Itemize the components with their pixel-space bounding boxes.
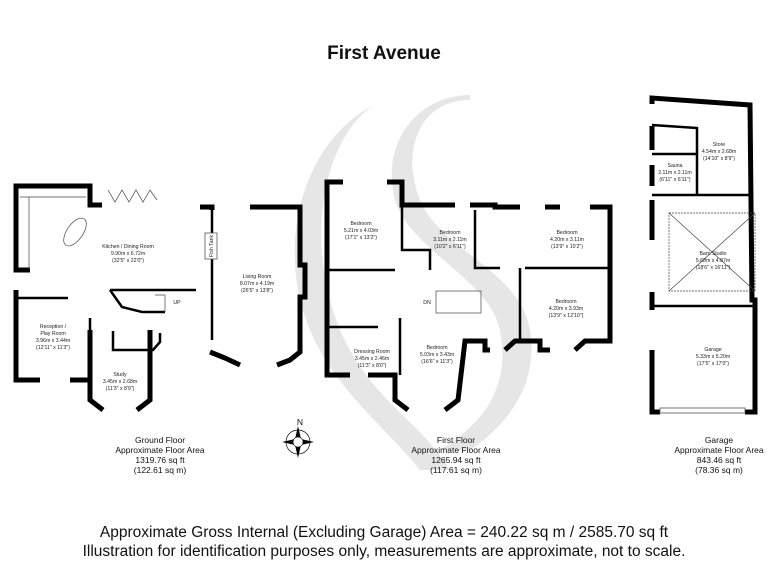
room-study: Study 3.45m x 2.68m (11'3" x 8'9") [103,372,137,392]
svg-text:843.46 sq ft: 843.46 sq ft [697,455,742,465]
svg-text:Bedroom: Bedroom [350,221,371,227]
svg-text:(16'6" x 11'3"): (16'6" x 11'3") [421,359,453,365]
svg-text:Reception /: Reception / [40,324,67,330]
svg-text:(117.61 sq m): (117.61 sq m) [430,465,482,475]
svg-text:5.33m x 5.20m: 5.33m x 5.20m [696,354,730,360]
svg-text:(11'3" x 8'0"): (11'3" x 8'0") [358,363,387,369]
svg-text:(10'2" x 6'11"): (10'2" x 6'11") [434,244,466,250]
svg-text:Bedroom: Bedroom [426,345,447,351]
room-bedroom-5: Bedroom 5.03m x 3.43m (16'6" x 11'3") [420,345,454,365]
svg-text:(17'5" x 17'0"): (17'5" x 17'0") [697,361,729,367]
svg-text:(18'6" x 16'11"): (18'6" x 16'11") [696,265,731,271]
svg-text:(13'9" x 12'10"): (13'9" x 12'10") [549,313,584,319]
svg-text:5.68m x 4.87m: 5.68m x 4.87m [696,258,730,264]
svg-text:3.11m x 2.11m: 3.11m x 2.11m [433,237,467,243]
svg-text:Bedroom: Bedroom [555,299,576,305]
svg-text:4.54m x 2.68m: 4.54m x 2.68m [702,149,736,155]
svg-text:3.45m x 2.46m: 3.45m x 2.46m [355,356,389,362]
svg-text:Living Room: Living Room [243,274,272,280]
stairs-down-label: DN [423,300,431,306]
svg-text:Sauna: Sauna [667,163,682,169]
svg-text:Bedroom: Bedroom [439,230,460,236]
room-reception-play: Reception / Play Room 3.96m x 3.44m (12'… [36,324,70,351]
svg-text:1265.94 sq ft: 1265.94 sq ft [431,455,481,465]
svg-text:(13'9" x 10'2"): (13'9" x 10'2") [551,244,583,250]
svg-text:5.21m x 4.03m: 5.21m x 4.03m [344,228,378,234]
room-garage: Garage 5.33m x 5.20m (17'5" x 17'0") [696,347,730,367]
svg-text:N: N [297,417,303,427]
room-sauna: Sauna 2.11m x 2.11m (6'11" x 6'11") [658,163,692,183]
room-bedroom-2: Bedroom 3.11m x 2.11m (10'2" x 6'11") [433,230,467,250]
room-store: Store 4.54m x 2.68m (14'10" x 8'9") [702,142,736,162]
ground-floor-plan: Fish Tank UP Kitchen / Dining Room 9.90m… [13,183,308,412]
room-bedroom-1: Bedroom 5.21m x 4.03m (17'1" x 13'2") [344,221,378,241]
gross-area-note: Approximate Gross Internal (Excluding Ga… [100,524,669,541]
room-living: Living Room 8.07m x 4.19m (26'5" x 13'8"… [240,274,274,294]
svg-text:First Floor: First Floor [437,435,475,445]
first-floor-plan: DN Bedroom 5.21m x 4.03m (17'1" x 13'2")… [324,179,613,412]
svg-text:Approximate Floor Area: Approximate Floor Area [411,445,501,455]
svg-text:Bedroom: Bedroom [556,230,577,236]
room-bedroom-3: Bedroom 4.20m x 3.11m (13'9" x 10'2") [550,230,584,250]
svg-text:Approximate Floor Area: Approximate Floor Area [674,445,764,455]
room-barn-studio: Barn Studio 5.68m x 4.87m (18'6" x 16'11… [696,251,731,271]
svg-text:2.11m x 2.11m: 2.11m x 2.11m [658,170,692,176]
svg-text:Barn Studio: Barn Studio [699,251,726,257]
svg-text:3.45m x 2.68m: 3.45m x 2.68m [103,379,137,385]
svg-text:(26'5" x 13'8"): (26'5" x 13'8") [241,288,273,294]
room-dressing: Dressing Room 3.45m x 2.46m (11'3" x 8'0… [354,349,390,369]
svg-text:Garage: Garage [704,347,721,353]
garage-plan: Store 4.54m x 2.68m (14'10" x 8'9") Saun… [649,95,758,415]
svg-text:(11'3" x 8'9"): (11'3" x 8'9") [106,386,135,392]
room-kitchen-dining: Kitchen / Dining Room 9.90m x 6.72m (32'… [102,244,154,264]
svg-text:5.03m x 3.43m: 5.03m x 3.43m [420,352,454,358]
page-title: First Avenue [327,43,441,64]
svg-text:Store: Store [713,142,726,148]
ground-floor-caption: Ground Floor Approximate Floor Area 1319… [115,435,205,475]
svg-text:(17'1" x 13'2"): (17'1" x 13'2") [345,235,377,241]
svg-text:(12'11" x 11'3"): (12'11" x 11'3") [36,345,70,351]
fish-tank-label: Fish Tank [209,235,215,258]
svg-text:Kitchen / Dining Room: Kitchen / Dining Room [102,244,154,250]
svg-text:4.20m x 3.93m: 4.20m x 3.93m [549,306,583,312]
first-floor-caption: First Floor Approximate Floor Area 1265.… [411,435,501,475]
garage-caption: Garage Approximate Floor Area 843.46 sq … [674,435,764,475]
svg-text:(78.36 sq m): (78.36 sq m) [695,465,743,475]
svg-text:(32'5" x 22'0"): (32'5" x 22'0") [112,258,144,264]
svg-text:(6'11" x 6'11"): (6'11" x 6'11") [659,177,690,183]
svg-text:3.96m x 3.44m: 3.96m x 3.44m [36,338,70,344]
svg-text:(14'10" x 8'9"): (14'10" x 8'9") [703,156,735,162]
svg-text:Ground Floor: Ground Floor [135,435,185,445]
svg-text:1319.76 sq ft: 1319.76 sq ft [135,455,185,465]
svg-text:(122.61 sq m): (122.61 sq m) [134,465,187,475]
svg-text:Play Room: Play Room [40,331,65,337]
compass-rose-icon: N [282,417,314,458]
svg-text:8.07m x 4.19m: 8.07m x 4.19m [240,281,274,287]
disclaimer: Illustration for identification purposes… [83,543,686,560]
svg-text:Garage: Garage [705,435,734,445]
stairs-up-label: UP [173,300,181,306]
room-bedroom-4: Bedroom 4.20m x 3.93m (13'9" x 12'10") [549,299,584,319]
svg-text:Approximate Floor Area: Approximate Floor Area [115,445,205,455]
svg-text:4.20m x 3.11m: 4.20m x 3.11m [550,237,584,243]
svg-text:9.90m x 6.72m: 9.90m x 6.72m [111,251,145,257]
svg-text:Dressing Room: Dressing Room [354,349,390,355]
svg-text:Study: Study [113,372,127,378]
